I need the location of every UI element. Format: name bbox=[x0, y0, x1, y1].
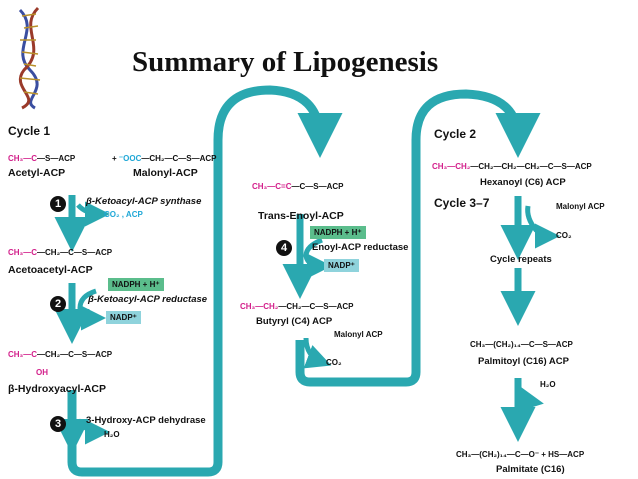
acetyl-structure: CH₃—C—S—ACP bbox=[8, 154, 76, 163]
hexanoyl-structure: CH₃—CH₂—CH₂—CH₂—CH₂—C—S—ACP bbox=[432, 162, 592, 171]
step-3-badge: 3 bbox=[50, 416, 66, 432]
butyryl-structure: CH₃—CH₂—CH₂—C—S—ACP bbox=[240, 302, 354, 311]
hydroxyacyl-acp-label: β-Hydroxyacyl-ACP bbox=[8, 383, 107, 395]
nadph-badge-2: NADPH + H⁺ bbox=[310, 226, 366, 239]
synthase-label: β-Ketoacyl-ACP synthase bbox=[86, 196, 202, 207]
nadph-badge-1: NADPH + H⁺ bbox=[108, 278, 164, 291]
h2o-label-2: H₂O bbox=[540, 380, 556, 389]
malonyl-structure: + ⁻OOC—CH₂—C—S—ACP bbox=[112, 154, 217, 163]
trans-enoyl-structure: CH₃—C=C—C—S—ACP bbox=[252, 182, 344, 191]
cycle-1-label: Cycle 1 bbox=[8, 124, 51, 138]
step-1-badge: 1 bbox=[50, 196, 66, 212]
enoyl-reductase-label: Enoyl-ACP reductase bbox=[312, 242, 409, 253]
malonyl-acp-cofactor-1: Malonyl ACP bbox=[334, 330, 383, 339]
step-4-badge: 4 bbox=[276, 240, 292, 256]
acetoacetyl-acp-label: Acetoacetyl-ACP bbox=[8, 264, 93, 276]
co2-acp-label: CO₂ , ACP bbox=[104, 210, 143, 219]
oh-group: OH bbox=[36, 368, 48, 377]
nadp-badge-1: NADP⁺ bbox=[106, 311, 141, 324]
cycle-repeats-label: Cycle repeats bbox=[490, 254, 552, 265]
palmitate-structure: CH₃—(CH₂)₁₄—C—O⁻ + HS—ACP bbox=[456, 450, 585, 459]
cycle-flow-path-2 bbox=[295, 89, 541, 387]
nadp-badge-2: NADP⁺ bbox=[324, 259, 359, 272]
trans-enoyl-acp-label: Trans-Enoyl-ACP bbox=[258, 210, 344, 222]
palmitoyl-acp-label: Palmitoyl (C16) ACP bbox=[478, 356, 569, 367]
dna-helix-icon bbox=[18, 6, 41, 110]
palmitate-label: Palmitate (C16) bbox=[496, 464, 565, 475]
co2-label-2: CO₂ bbox=[556, 231, 572, 240]
h2o-label: H₂O bbox=[104, 430, 120, 439]
malonyl-acp-label: Malonyl-ACP bbox=[133, 167, 198, 179]
malonyl-acp-cofactor-2: Malonyl ACP bbox=[556, 202, 605, 211]
reductase-label: β-Ketoacyl-ACP reductase bbox=[88, 294, 208, 305]
acetyl-acp-label: Acetyl-ACP bbox=[8, 167, 66, 179]
dehydrase-label: 3-Hydroxy-ACP dehydrase bbox=[86, 415, 206, 426]
palmitoyl-structure: CH₃—(CH₂)₁₄—C—S—ACP bbox=[470, 340, 573, 349]
step-2-badge: 2 bbox=[50, 296, 66, 312]
acetoacetyl-structure: CH₃—C—CH₂—C—S—ACP bbox=[8, 248, 113, 257]
hexanoyl-acp-label: Hexanoyl (C6) ACP bbox=[480, 177, 566, 188]
cycle-2-label: Cycle 2 bbox=[434, 127, 477, 141]
butyryl-acp-label: Butyryl (C4) ACP bbox=[256, 316, 333, 327]
page-title: Summary of Lipogenesis bbox=[132, 46, 439, 78]
cycle-flow-path bbox=[67, 85, 343, 477]
hydroxyacyl-structure: CH₃—C—CH₂—C—S—ACP bbox=[8, 350, 113, 359]
cycle-3-7-label: Cycle 3–7 bbox=[434, 196, 490, 210]
co2-label-1: CO₂ bbox=[326, 358, 342, 367]
